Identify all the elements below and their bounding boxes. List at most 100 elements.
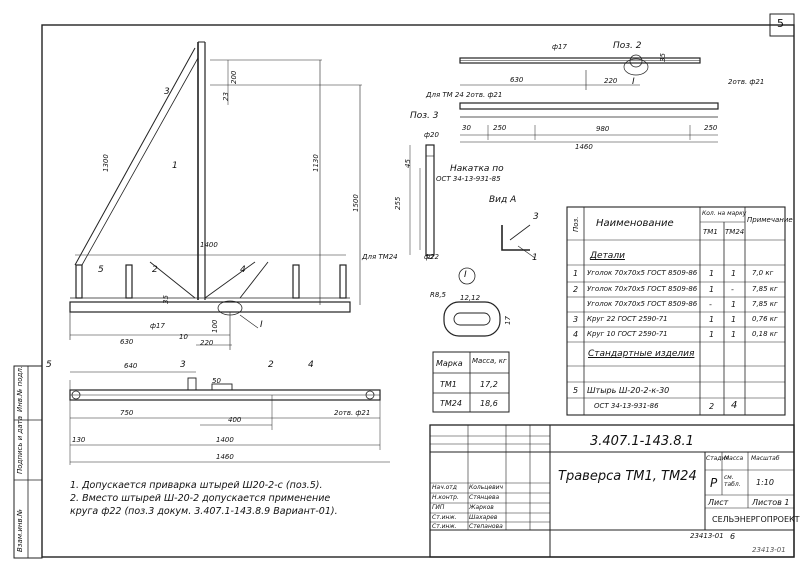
dim-30: 30 <box>462 124 471 132</box>
note-thread-2: ОСТ 34-13-931-85 <box>436 175 501 183</box>
bottom-code-right: 23413-01 <box>752 546 786 554</box>
view-a-part-3: 3 <box>533 212 539 222</box>
dim-1212: 12,12 <box>460 294 481 302</box>
dim-f17-pos2: ф17 <box>552 43 567 51</box>
stage-header: Стадия <box>706 455 730 462</box>
spec-header-note: Примечание <box>747 216 793 224</box>
pos3-label: Поз. 3 <box>410 111 439 121</box>
stage-value: Р <box>710 476 718 490</box>
mass-row-1-mark: ТМ1 <box>440 380 457 389</box>
pos3-rod <box>425 144 435 256</box>
bottom-part-2: 2 <box>268 360 274 370</box>
spec-row-4-tm24: 1 <box>731 315 737 324</box>
spec-row-5-name: Круг 10 ГОСТ 2590-71 <box>587 330 668 338</box>
part-number-4: 4 <box>240 265 246 275</box>
sheets-label: Листов 1 <box>752 498 790 507</box>
dim-980: 980 <box>596 125 610 133</box>
dim-200: 200 <box>230 70 238 84</box>
bottom-part-5: 5 <box>46 360 52 370</box>
role-5: Ст.инж. <box>432 523 457 530</box>
spec-row-1-tm1: 1 <box>709 269 715 278</box>
part-number-5: 5 <box>98 265 104 275</box>
note-2: 2. Вместо штырей Ш-20-2 допускается прим… <box>70 493 331 504</box>
spec-row-4-note: 0,76 кг <box>752 315 778 323</box>
dim-1400-bottom: 1400 <box>216 436 234 444</box>
doc-title: Траверса ТМ1, ТМ24 <box>558 469 697 484</box>
dim-400: 400 <box>228 416 242 424</box>
note-holes-top: 2отв. ф21 <box>728 78 765 86</box>
dim-630-pos2: 630 <box>510 76 524 84</box>
side-stamp-replace: Взам.инв.№ <box>16 508 24 552</box>
spec-row-5-note: 0,18 кг <box>752 330 778 338</box>
spec-header-name: Наименование <box>596 218 674 229</box>
dim-1400-main: 1400 <box>200 241 218 249</box>
dim-1130: 1130 <box>312 154 320 172</box>
dim-1460-pos2: 1460 <box>575 143 593 151</box>
dim-35-main: 35 <box>162 295 170 304</box>
dim-f20: ф20 <box>424 131 439 139</box>
spec-row-7-tm1: 2 <box>709 402 715 411</box>
mass-row-2-mark: ТМ24 <box>440 399 462 408</box>
dim-45: 45 <box>404 159 412 168</box>
view-a-label: Вид А <box>489 195 517 205</box>
dim-255: 255 <box>394 196 402 210</box>
view-a-part-1: 1 <box>532 253 538 263</box>
dim-250-right: 250 <box>704 124 718 132</box>
note-holes-bottom: 2отв. ф21 <box>334 409 371 417</box>
dim-220-pos2: 220 <box>604 77 618 85</box>
role-1: Нач.отд <box>432 484 457 491</box>
mass-table-header-mass: Масса, кг <box>472 357 507 365</box>
scale-value: 1:10 <box>756 478 774 487</box>
part-number-2: 2 <box>152 265 158 275</box>
spec-section-standard: Стандартные изделия <box>588 349 695 359</box>
spec-row-4-tm1: 1 <box>709 315 715 324</box>
bottom-part-3: 3 <box>180 360 186 370</box>
dim-17-detail: 17 <box>504 316 512 325</box>
person-1: Кольцевич <box>469 484 504 491</box>
spec-row-2-pos: 2 <box>573 285 579 294</box>
role-3: ГИП <box>432 504 445 511</box>
mass-value: см. табл. <box>724 474 741 488</box>
spec-header-tm1: ТМ1 <box>703 228 718 236</box>
dim-630-main: 630 <box>120 338 134 346</box>
note-thread-1: Накатка по <box>450 164 504 174</box>
role-4: Ст.инж. <box>432 514 457 521</box>
spec-table-frame <box>566 206 786 416</box>
dim-1460-bottom: 1460 <box>216 453 234 461</box>
dim-f17-main: ф17 <box>150 322 165 330</box>
note-for-tm24-mid: Для ТМ24 <box>362 253 398 261</box>
spec-row-3-name: Уголок 70х70х5 ГОСТ 8509-86 <box>587 300 698 308</box>
dim-220-main: 220 <box>200 339 214 347</box>
page-number-box <box>769 13 795 37</box>
part-number-1: 1 <box>172 161 178 171</box>
spec-row-2-name: Уголок 70х70х5 ГОСТ 8509-86 <box>587 285 698 293</box>
spec-row-5-tm1: 1 <box>709 330 715 339</box>
part-number-3: 3 <box>164 87 170 97</box>
page-number: 5 <box>777 17 784 30</box>
sheet-label: Лист <box>708 498 729 507</box>
pos2-label: Поз. 2 <box>613 41 642 51</box>
bottom-code-num: 6 <box>730 532 736 541</box>
dim-1500: 1500 <box>352 194 360 212</box>
note-1: 1. Допускается приварка штырей Ш20-2-с (… <box>70 480 323 491</box>
role-2: Н.контр. <box>432 494 459 501</box>
dim-50: 50 <box>212 377 221 385</box>
spec-header-pos: Поз. <box>572 216 580 233</box>
spec-row-7-name: ОСТ 34-13-931-86 <box>594 402 659 410</box>
spec-row-7-tm24: 4 <box>731 400 738 411</box>
bottom-part-4: 4 <box>308 360 314 370</box>
mass-row-2-value: 18,6 <box>480 399 498 408</box>
spec-row-4-pos: 3 <box>573 315 579 324</box>
dim-750: 750 <box>120 409 134 417</box>
org-name: СЕЛЬЭНЕРГОПРОЕКТ <box>712 515 800 524</box>
note-for-tm24-top: Для ТМ 24 2отв. ф21 <box>426 91 503 99</box>
spec-row-3-tm24: 1 <box>731 300 737 309</box>
spec-row-1-name: Уголок 70х70х5 ГОСТ 8509-86 <box>587 269 698 277</box>
detail-i-label-pos2: I <box>632 77 635 87</box>
dim-250-left: 250 <box>493 124 507 132</box>
bottom-code-left: 23413-01 <box>690 532 724 540</box>
note-3: круга ф22 (поз.3 докум. 3.407.1-143.8.9 … <box>70 506 338 517</box>
mass-table-header-mark: Марка <box>436 359 463 368</box>
